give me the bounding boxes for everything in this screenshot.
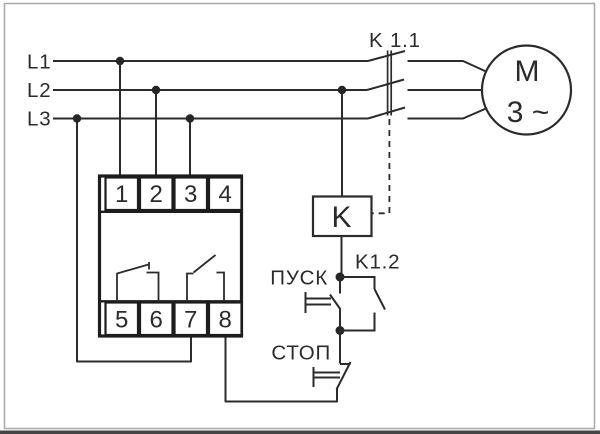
terminal-label-7: 7: [184, 307, 197, 334]
start-button: [304, 277, 342, 331]
motor-circle: [480, 44, 573, 136]
wire-l3-to-terminal7: [76, 118, 192, 363]
coil-box: [311, 195, 373, 238]
terminal-box-5: [104, 301, 140, 337]
stop-button-blade: [335, 361, 352, 390]
contact-label-k11: K 1.1: [369, 29, 421, 52]
terminal-label-8: 8: [219, 307, 232, 334]
terminal-label-1: 1: [115, 181, 128, 208]
contactor-coil: K: [311, 195, 373, 238]
phase-label-l3: L3: [27, 108, 51, 131]
start-button-label: ПУСК: [270, 267, 328, 290]
terminal-label-4: 4: [219, 181, 232, 208]
terminal-row-bottom: [104, 301, 243, 337]
contact-blade-l1: [367, 50, 406, 62]
phase-label-l1: L1: [27, 51, 51, 74]
contact-linkage-bar: [386, 50, 393, 116]
terminal-label-6: 6: [150, 307, 163, 334]
contactor-main-contacts: [366, 50, 487, 215]
wires: [53, 60, 368, 403]
terminal-label-3: 3: [184, 181, 197, 208]
stop-button-actuator: [312, 367, 340, 387]
start-button-actuator: [304, 292, 331, 313]
junction-l1: [115, 56, 125, 66]
mechanical-link-dashed: [372, 119, 391, 215]
contact-blade-l2: [366, 78, 405, 91]
aux-contact-k12: [340, 276, 386, 332]
relay-contact-7-8: [186, 254, 225, 302]
stop-button-label: СТОП: [271, 342, 331, 365]
terminal-box-7: [173, 301, 209, 337]
terminal-box-8: [207, 301, 243, 337]
terminal-label-5: 5: [115, 307, 128, 334]
wire-contact-to-motor-3: [407, 107, 487, 120]
relay-internal-contacts: [116, 254, 225, 302]
relay-device: 1 2 3 4 5 6 7 8: [97, 174, 244, 338]
aux-contact-label-k12: K1.2: [355, 251, 400, 274]
start-button-blade: [329, 293, 342, 311]
wire-contact-to-motor-1: [407, 60, 487, 73]
junction-l3-left: [72, 114, 82, 123]
terminal-box-3: [173, 176, 209, 212]
motor-phase-label: 3 ~: [507, 96, 550, 129]
junction-l2-left: [151, 85, 161, 95]
contact-blade-l3: [367, 106, 406, 120]
start-stop-circuit: [304, 276, 386, 402]
relay-contact-5-6: [116, 262, 160, 302]
terminal-box-1: [104, 176, 140, 212]
motor: M 3 ~: [480, 44, 573, 136]
coil-label: K: [331, 201, 351, 234]
terminal-row-top: [104, 176, 243, 212]
terminal-box-6: [138, 301, 174, 337]
terminal-box-4: [207, 176, 243, 212]
terminal-box-2: [138, 176, 174, 212]
phase-labels: L1 L2 L3: [27, 51, 51, 131]
junction-l3-right: [185, 114, 195, 123]
terminal-labels-bottom: 5 6 7 8: [115, 307, 232, 334]
aux-contact-blade: [373, 288, 386, 310]
terminal-labels-top: 1 2 3 4: [115, 181, 232, 208]
motor-label: M: [515, 55, 540, 88]
stop-button: [312, 330, 352, 402]
terminal-label-2: 2: [150, 181, 163, 208]
phase-label-l2: L2: [27, 79, 51, 102]
junction-l2-coil: [337, 85, 347, 95]
